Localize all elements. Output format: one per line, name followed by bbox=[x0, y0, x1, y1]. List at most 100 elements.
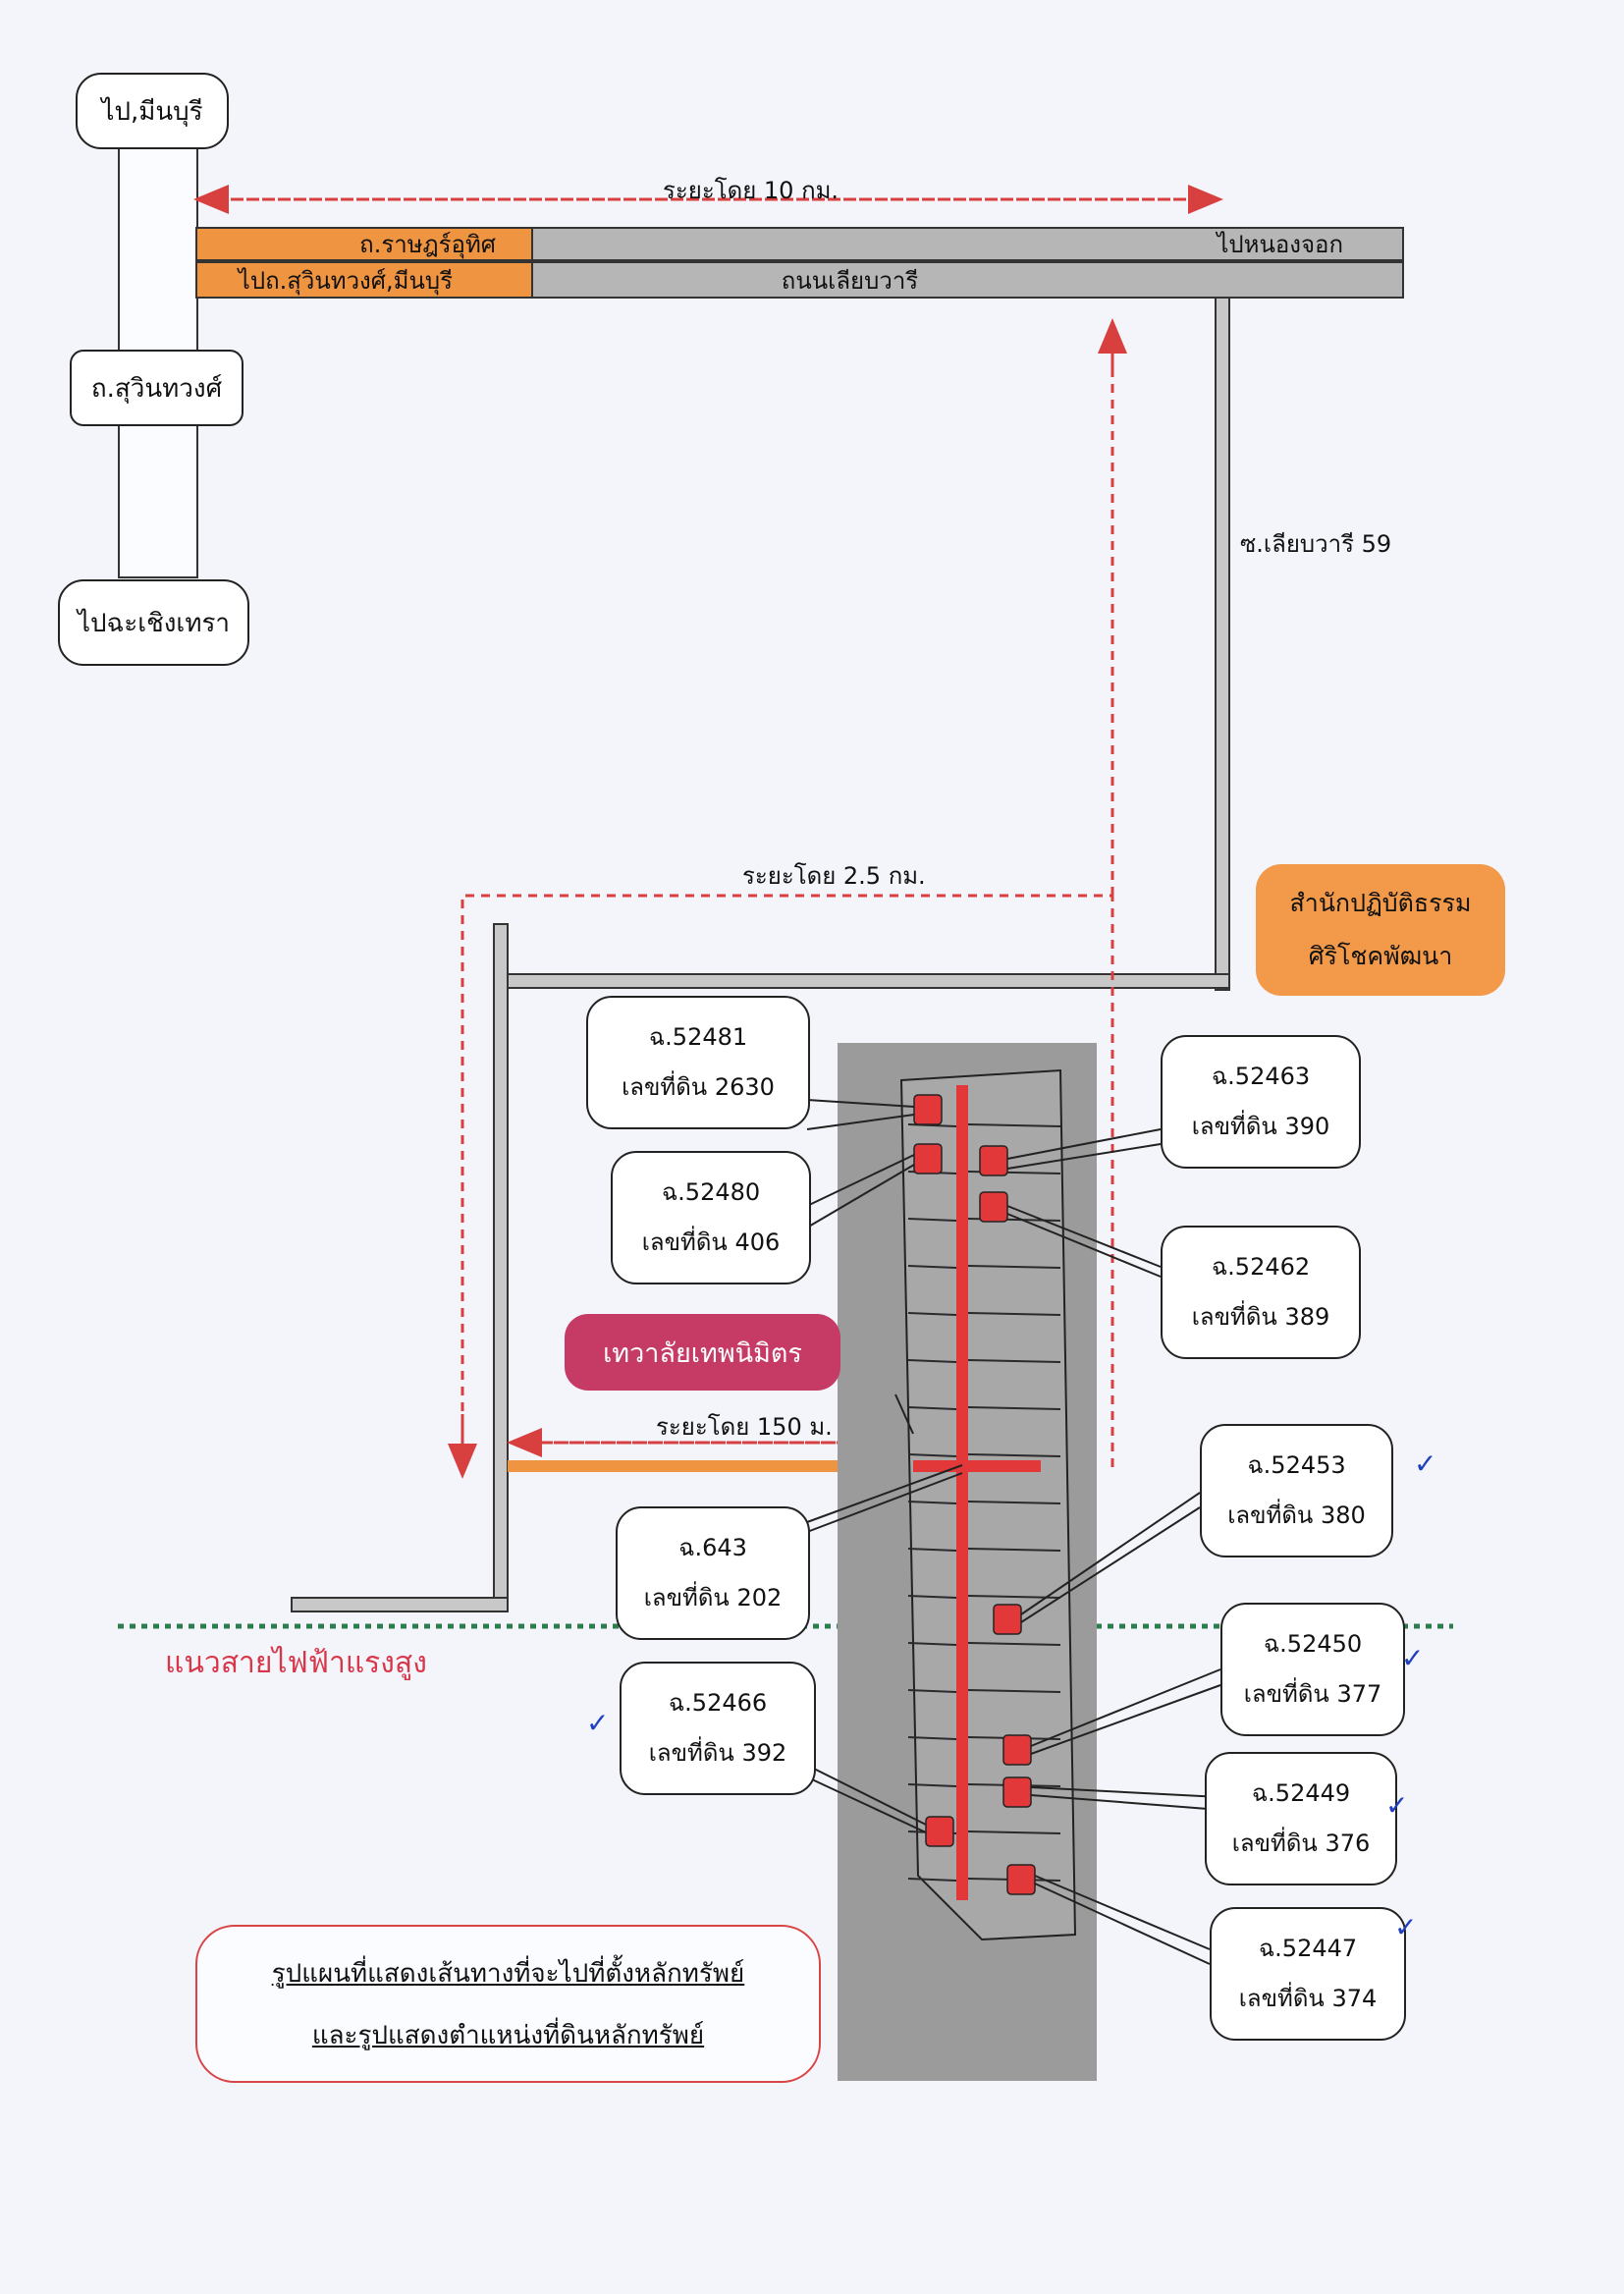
road-to-sukhumvit-minburi: ไปถ.สุวินทวงศ์,มีนบุรี bbox=[195, 261, 533, 299]
marker-52481 bbox=[913, 1094, 943, 1125]
land-no-52449: เลขที่ดิน 376 bbox=[1231, 1830, 1371, 1857]
parcel-grid bbox=[899, 1068, 1077, 1941]
parcel-boundary bbox=[967, 1501, 1061, 1504]
label-distance-10km: ระยะโดย 10 กม. bbox=[663, 177, 839, 204]
parcel-boundary bbox=[907, 1218, 957, 1222]
marker-52449 bbox=[1002, 1776, 1032, 1808]
parcel-boundary bbox=[967, 1642, 1061, 1646]
land-no-52466: เลขที่ดิน 392 bbox=[648, 1739, 787, 1767]
land-no-52480: เลขที่ดิน 406 bbox=[641, 1229, 781, 1256]
parcel-boundary bbox=[907, 1736, 957, 1740]
node-chachoengsao-label: ไปฉะเชิงเทรา bbox=[77, 608, 231, 638]
callout-643: ฉ.643 เลขที่ดิน 202 bbox=[616, 1506, 810, 1640]
label-distance-2-5km: ระยะโดย 2.5 กม. bbox=[742, 862, 926, 890]
marker-52447 bbox=[1006, 1864, 1036, 1895]
callout-52449: ฉ.52449 เลขที่ดิน 376 bbox=[1205, 1752, 1397, 1885]
deed-643: ฉ.643 bbox=[678, 1534, 747, 1562]
parcel-boundary bbox=[907, 1265, 957, 1269]
parcel-boundary bbox=[907, 1406, 957, 1410]
node-chachoengsao: ไปฉะเชิงเทรา bbox=[58, 579, 249, 666]
deed-52480: ฉ.52480 bbox=[661, 1178, 761, 1207]
callout-52453: ฉ.52453 เลขที่ดิน 380 bbox=[1200, 1424, 1393, 1557]
marker-52462 bbox=[979, 1191, 1008, 1223]
deed-52453: ฉ.52453 bbox=[1247, 1451, 1346, 1480]
dash-2-5km bbox=[460, 894, 1114, 1467]
connector-road-upper bbox=[493, 973, 1230, 989]
parcel-boundary bbox=[967, 1265, 1061, 1269]
callout-52463: ฉ.52463 เลขที่ดิน 390 bbox=[1161, 1035, 1361, 1169]
parcel-boundary bbox=[967, 1359, 1061, 1363]
site-road-cross bbox=[913, 1460, 1041, 1472]
caption-line1: รูปแผนที่แสดงเส้นทางที่จะไปที่ตั้งหลักทร… bbox=[271, 1958, 745, 1989]
marker-52480 bbox=[913, 1143, 943, 1174]
deed-52449: ฉ.52449 bbox=[1251, 1779, 1351, 1808]
parcel-boundary bbox=[967, 1548, 1061, 1552]
land-no-643: เลขที่ดิน 202 bbox=[643, 1584, 783, 1611]
callout-52481: ฉ.52481 เลขที่ดิน 2630 bbox=[586, 996, 810, 1129]
callout-52480: ฉ.52480 เลขที่ดิน 406 bbox=[611, 1151, 811, 1284]
parcel-boundary bbox=[907, 1453, 957, 1457]
check-mark-52447: ✓ bbox=[1394, 1911, 1418, 1943]
shrine-badge: เทวาลัยเทพนิมิตร bbox=[565, 1314, 840, 1391]
practice-center-badge: สำนักปฏิบัติธรรม ศิริโชคพัฒนา bbox=[1256, 864, 1505, 996]
parcel-boundary bbox=[967, 1123, 1061, 1127]
practice-center-line2: ศิริโชคพัฒนา bbox=[1308, 942, 1453, 970]
parcel-markers bbox=[913, 1094, 1036, 1895]
land-no-52463: เลขที่ดิน 390 bbox=[1191, 1113, 1330, 1140]
marker-52466 bbox=[925, 1816, 954, 1847]
callout-52466: ฉ.52466 เลขที่ดิน 392 bbox=[620, 1662, 816, 1795]
parcel-boundary bbox=[907, 1359, 957, 1363]
parcel-boundary bbox=[907, 1783, 957, 1787]
site-access-road-bottom bbox=[291, 1597, 509, 1612]
road-ratsadon: ถ.ราษฎร์อุทิศ bbox=[195, 227, 533, 261]
marker-52453 bbox=[993, 1604, 1022, 1635]
parcel-boundary bbox=[907, 1312, 957, 1316]
callout-leaders bbox=[806, 1099, 1221, 1965]
deed-52463: ฉ.52463 bbox=[1211, 1063, 1311, 1091]
deed-52481: ฉ.52481 bbox=[648, 1023, 748, 1052]
parcel-boundary bbox=[967, 1689, 1061, 1693]
road-liab-wari: ถนนเลียบวารี bbox=[531, 261, 1404, 299]
land-no-52450: เลขที่ดิน 377 bbox=[1243, 1680, 1382, 1708]
road-liab-wari-label: ถนนเลียบวารี bbox=[781, 266, 919, 295]
road-to-nong-chok: ไปหนองจอก bbox=[531, 227, 1404, 261]
parcel-boundary bbox=[907, 1642, 957, 1646]
node-minburi-label: ไป,มีนบุรี bbox=[101, 96, 203, 127]
label-soi-liab-wari-59: ซ.เลียบวารี 59 bbox=[1240, 530, 1392, 558]
road-to-nong-chok-label: ไปหนองจอก bbox=[1217, 231, 1343, 258]
marker-52463 bbox=[979, 1145, 1008, 1176]
marker-52450 bbox=[1002, 1734, 1032, 1766]
parcel-boundary bbox=[907, 1548, 957, 1552]
parcel-boundary bbox=[967, 1406, 1061, 1410]
land-no-52453: เลขที่ดิน 380 bbox=[1227, 1502, 1366, 1529]
deed-52447: ฉ.52447 bbox=[1258, 1935, 1358, 1963]
orange-access-road bbox=[508, 1460, 922, 1472]
soi-59-road bbox=[1215, 296, 1230, 991]
check-mark-52449: ✓ bbox=[1385, 1789, 1409, 1822]
shrine-label: เทวาลัยเทพนิมิตร bbox=[603, 1338, 802, 1369]
parcel-boundary bbox=[907, 1689, 957, 1693]
caption-line2: และรูปแสดงตำแหน่งที่ดินหลักทรัพย์ bbox=[311, 2020, 705, 2050]
deed-52450: ฉ.52450 bbox=[1263, 1630, 1363, 1659]
parcel-boundary bbox=[907, 1878, 957, 1882]
map-caption: รูปแผนที่แสดงเส้นทางที่จะไปที่ตั้งหลักทร… bbox=[195, 1925, 821, 2083]
land-no-52462: เลขที่ดิน 389 bbox=[1191, 1303, 1330, 1331]
deed-52462: ฉ.52462 bbox=[1211, 1253, 1311, 1282]
check-mark-52450: ✓ bbox=[1401, 1642, 1425, 1674]
check-mark-52453: ✓ bbox=[1414, 1447, 1437, 1480]
callout-52450: ฉ.52450 เลขที่ดิน 377 bbox=[1220, 1603, 1405, 1736]
parcel-boundary bbox=[967, 1830, 1061, 1834]
parcel-boundary bbox=[967, 1453, 1061, 1457]
road-to-sukhumvit-minburi-label: ไปถ.สุวินทวงศ์,มีนบุรี bbox=[238, 266, 453, 295]
road-ratsadon-label: ถ.ราษฎร์อุทิศ bbox=[359, 231, 496, 258]
node-suwinthawong: ถ.สุวินทวงศ์ bbox=[70, 350, 244, 426]
node-minburi: ไป,มีนบุรี bbox=[76, 73, 229, 149]
land-no-52481: เลขที่ดิน 2630 bbox=[622, 1073, 775, 1101]
site-road-main bbox=[956, 1085, 968, 1900]
parcel-boundary bbox=[967, 1312, 1061, 1316]
parcel-boundary bbox=[907, 1501, 957, 1504]
deed-52466: ฉ.52466 bbox=[668, 1689, 768, 1718]
